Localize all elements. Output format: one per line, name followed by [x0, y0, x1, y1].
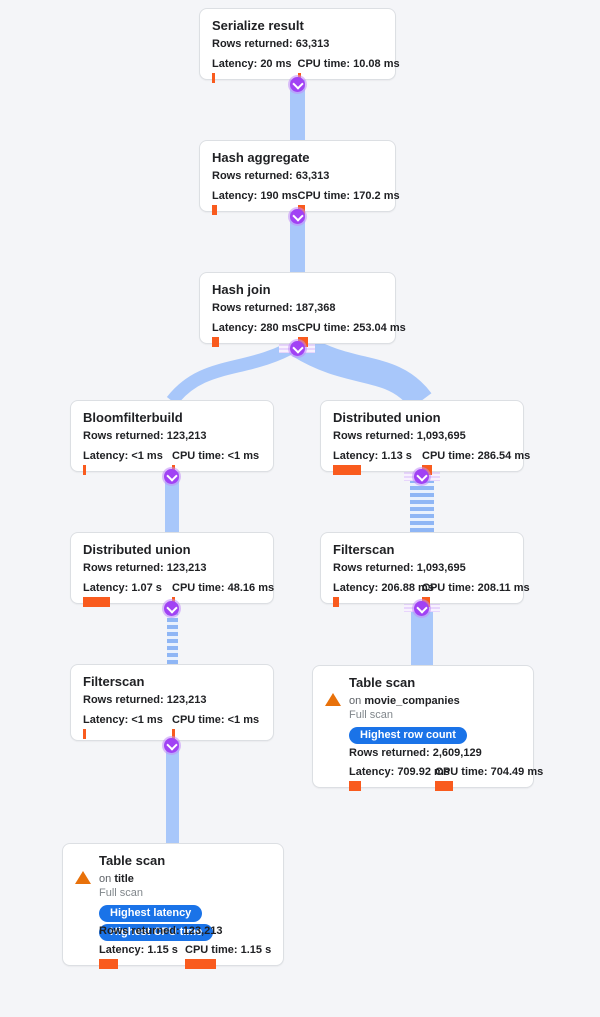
- cpu-metric: CPU time: 286.54 ms: [422, 450, 530, 475]
- node-title: Serialize result: [212, 18, 304, 33]
- plan-node-table-scan-movie-companies[interactable]: Table scan on movie_companies Full scan …: [312, 665, 543, 791]
- cpu-bar: [422, 465, 432, 475]
- collapse-toggle-filterscan-left[interactable]: [164, 738, 179, 753]
- latency-metric: Latency: <1 ms: [83, 714, 172, 739]
- latency-bar: [212, 337, 219, 347]
- plan-node-filterscan-right[interactable]: Filterscan Rows returned: 1,093,695 Late…: [320, 532, 530, 607]
- node-title: Table scan: [99, 853, 166, 868]
- plan-node-bloomfilterbuild[interactable]: Bloomfilterbuild Rows returned: 123,213 …: [70, 400, 274, 475]
- edge-hashaggregate-to-hashjoin: [290, 212, 305, 272]
- latency-bar: [83, 729, 86, 739]
- cpu-metric: CPU time: 704.49 ms: [435, 766, 543, 791]
- latency-bar: [333, 597, 339, 607]
- edge-filterscan-to-tablescan-right: [411, 604, 433, 666]
- latency-metric: Latency: 190 ms: [212, 190, 298, 215]
- cpu-metric: CPU time: 1.15 s: [185, 944, 271, 969]
- rows-returned: Rows returned: 123,213: [99, 925, 223, 937]
- latency-bar: [99, 959, 118, 969]
- chevron-down-icon: [292, 342, 304, 354]
- chevron-down-icon: [166, 739, 178, 751]
- rows-returned: Rows returned: 2,609,129: [349, 747, 482, 759]
- node-title: Table scan: [349, 675, 416, 690]
- scan-type: Full scan: [99, 887, 144, 899]
- rows-returned: Rows returned: 123,213: [83, 562, 207, 574]
- latency-metric: Latency: 1.15 s: [99, 944, 185, 969]
- node-title: Distributed union: [333, 410, 441, 425]
- rows-returned: Rows returned: 1,093,695: [333, 562, 466, 574]
- collapse-toggle-bloomfilterbuild[interactable]: [164, 469, 179, 484]
- collapse-toggle-hash-aggregate[interactable]: [290, 209, 305, 224]
- edge-serialize-to-hashaggregate: [290, 80, 305, 140]
- warning-icon: [325, 676, 341, 706]
- rows-returned: Rows returned: 187,368: [212, 302, 336, 314]
- chevron-down-icon: [292, 210, 304, 222]
- cpu-metric: CPU time: 208.11 ms: [422, 582, 530, 607]
- latency-bar: [212, 205, 217, 215]
- table-name-line: on movie_companies: [349, 695, 460, 707]
- plan-node-hash-join[interactable]: Hash join Rows returned: 187,368 Latency…: [199, 272, 406, 347]
- plan-node-hash-aggregate[interactable]: Hash aggregate Rows returned: 63,313 Lat…: [199, 140, 400, 215]
- collapse-toggle-distributed-union-right[interactable]: [414, 469, 429, 484]
- node-title: Distributed union: [83, 542, 191, 557]
- collapse-toggle-serialize-result[interactable]: [290, 77, 305, 92]
- plan-node-filterscan-left[interactable]: Filterscan Rows returned: 123,213 Latenc…: [70, 664, 274, 741]
- chevron-down-icon: [292, 78, 304, 90]
- highest-latency-badge: Highest latency: [99, 905, 203, 922]
- rows-returned: Rows returned: 63,313: [212, 170, 330, 182]
- node-title: Hash aggregate: [212, 150, 310, 165]
- latency-bar: [212, 73, 215, 83]
- cpu-bar: [172, 729, 175, 739]
- highest-row-count-badge: Highest row count: [349, 727, 467, 744]
- latency-bar: [349, 781, 361, 791]
- edge-filterscan-to-tablescan-left: [166, 741, 179, 844]
- collapse-toggle-filterscan-right[interactable]: [414, 601, 429, 616]
- latency-metric: Latency: 20 ms: [212, 58, 298, 83]
- cpu-metric: CPU time: <1 ms: [172, 450, 261, 475]
- chevron-down-icon: [166, 470, 178, 482]
- latency-metric: Latency: 1.07 s: [83, 582, 172, 607]
- rows-returned: Rows returned: 63,313: [212, 38, 330, 50]
- node-title: Filterscan: [333, 542, 395, 557]
- cpu-metric: CPU time: 253.04 ms: [297, 322, 406, 347]
- cpu-bar: [185, 959, 216, 969]
- cpu-metric: CPU time: 170.2 ms: [297, 190, 400, 215]
- latency-bar: [83, 597, 110, 607]
- latency-metric: Latency: <1 ms: [83, 450, 172, 475]
- plan-node-table-scan-title[interactable]: Table scan on title Full scan Highest la…: [62, 843, 284, 969]
- latency-bar: [83, 465, 86, 475]
- warning-icon: [75, 854, 91, 884]
- chevron-down-icon: [416, 602, 428, 614]
- chevron-down-icon: [166, 602, 178, 614]
- rows-returned: Rows returned: 123,213: [83, 694, 207, 706]
- chevron-down-icon: [416, 470, 428, 482]
- collapse-toggle-distributed-union-left[interactable]: [164, 601, 179, 616]
- cpu-bar: [435, 781, 453, 791]
- plan-node-distributed-union-left[interactable]: Distributed union Rows returned: 123,213…: [70, 532, 274, 607]
- latency-metric: Latency: 1.13 s: [333, 450, 422, 475]
- latency-metric: Latency: 709.92 ms: [349, 766, 450, 791]
- edge-bloomfilterbuild-to-distunion: [165, 472, 179, 532]
- latency-metric: Latency: 206.88 ms: [333, 582, 434, 607]
- highest-cpu-time-badge: Highest CPU time: [99, 924, 214, 941]
- latency-bar: [333, 465, 361, 475]
- latency-metric: Latency: 280 ms: [212, 322, 298, 347]
- scan-type: Full scan: [349, 709, 394, 721]
- cpu-metric: CPU time: 10.08 ms: [297, 58, 400, 83]
- plan-node-distributed-union-right[interactable]: Distributed union Rows returned: 1,093,6…: [320, 400, 530, 475]
- collapse-toggle-hash-join[interactable]: [290, 341, 305, 356]
- rows-returned: Rows returned: 1,093,695: [333, 430, 466, 442]
- node-title: Filterscan: [83, 674, 145, 689]
- plan-node-serialize-result[interactable]: Serialize result Rows returned: 63,313 L…: [199, 8, 400, 83]
- edge-distunion-to-filterscan-left: [167, 604, 178, 664]
- node-title: Hash join: [212, 282, 271, 297]
- table-name-line: on title: [99, 873, 134, 885]
- cpu-metric: CPU time: 48.16 ms: [172, 582, 274, 607]
- edge-hashjoin-split: [166, 344, 432, 402]
- rows-returned: Rows returned: 123,213: [83, 430, 207, 442]
- node-title: Bloomfilterbuild: [83, 410, 183, 425]
- cpu-metric: CPU time: <1 ms: [172, 714, 261, 739]
